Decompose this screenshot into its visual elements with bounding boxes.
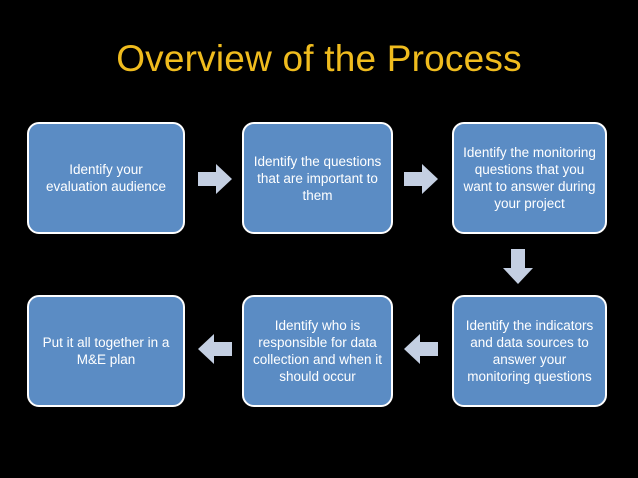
process-step-4-label: Identify the indicators and data sources…	[465, 318, 594, 384]
process-step-3-label: Identify the monitoring questions that y…	[463, 145, 596, 211]
process-step-1[interactable]: Identify your evaluation audience	[27, 122, 185, 234]
arrow-left-icon	[404, 333, 438, 365]
page-title: Overview of the Process	[116, 38, 522, 79]
process-step-6[interactable]: Put it all together in a M&E plan	[27, 295, 185, 407]
arrow-right-icon	[404, 163, 438, 195]
arrow-left-icon	[198, 333, 232, 365]
process-step-2[interactable]: Identify the questions that are importan…	[242, 122, 393, 234]
arrow-down-icon	[502, 249, 534, 284]
process-step-5-label: Identify who is responsible for data col…	[252, 318, 383, 384]
process-step-3[interactable]: Identify the monitoring questions that y…	[452, 122, 607, 234]
process-step-5[interactable]: Identify who is responsible for data col…	[242, 295, 393, 407]
process-step-1-label: Identify your evaluation audience	[45, 162, 167, 194]
process-step-4[interactable]: Identify the indicators and data sources…	[452, 295, 607, 407]
arrow-right-icon	[198, 163, 232, 195]
process-step-6-label: Put it all together in a M&E plan	[42, 335, 170, 367]
process-step-2-label: Identify the questions that are importan…	[253, 153, 382, 203]
